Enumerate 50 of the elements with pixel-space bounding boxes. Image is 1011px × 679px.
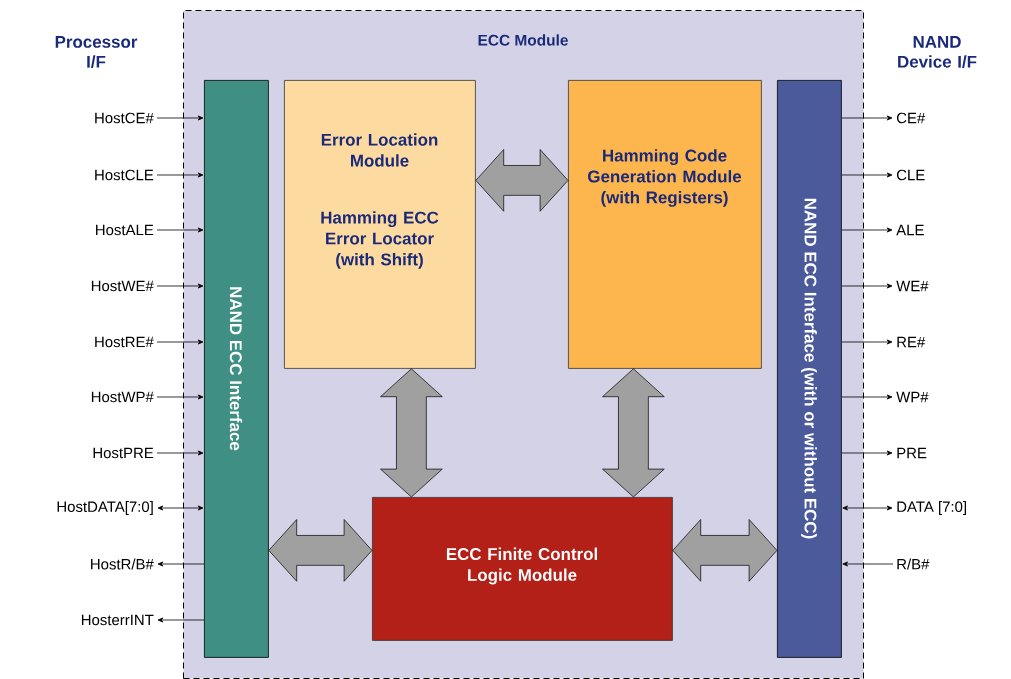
signal-label: HostR/B# xyxy=(91,558,154,570)
signal-arrow xyxy=(842,505,893,511)
heading: Processor I/F xyxy=(55,36,138,68)
signal-label: HostCLE xyxy=(95,169,154,181)
signal-arrow xyxy=(156,227,204,233)
signal-label: CLE xyxy=(896,169,925,181)
interface-bar: NAND ECC Interface (with or without ECC) xyxy=(777,80,842,658)
signal-label: WP# xyxy=(896,391,929,403)
signal-label: HosterrINT xyxy=(81,614,154,626)
signal-arrow xyxy=(156,394,204,400)
signal-arrow xyxy=(841,450,893,456)
block-arrow xyxy=(380,368,443,498)
block-arrow xyxy=(602,368,665,498)
module-box: Hamming Code Generation Module (with Registers) xyxy=(568,80,762,369)
module-box: ECC Finite Control Logic Module xyxy=(372,497,673,641)
signal-label: HostCE# xyxy=(95,112,154,124)
heading: NAND Device I/F xyxy=(898,36,977,68)
signal-label: RE# xyxy=(897,336,926,348)
signal-label: PRE xyxy=(897,447,927,459)
block-arrow xyxy=(268,519,373,582)
signal-arrow xyxy=(841,339,893,345)
signal-label: R/B# xyxy=(897,558,930,570)
signal-arrow xyxy=(156,115,204,121)
signal-label: HostRE# xyxy=(95,336,154,348)
signal-arrow xyxy=(841,394,893,400)
signal-label: HostALE xyxy=(96,224,154,236)
signal-arrow xyxy=(157,561,205,567)
signal-arrow xyxy=(841,172,893,178)
signal-label: HostPRE xyxy=(93,447,154,459)
interface-bar: NAND ECC Interface xyxy=(204,80,269,658)
signal-label: CE# xyxy=(896,112,926,124)
module-box: Error Location Module Hamming ECC Error Locator (with Shift) xyxy=(284,80,476,369)
signal-arrow xyxy=(156,450,204,456)
block-arrow xyxy=(475,149,569,212)
signal-arrow xyxy=(156,283,204,289)
signal-arrow xyxy=(156,339,204,345)
signal-label: HostDATA[7:0] xyxy=(57,501,153,515)
signal-arrow xyxy=(841,115,893,121)
signal-arrow xyxy=(157,505,204,511)
signal-label: ALE xyxy=(896,224,924,236)
signal-label: WE# xyxy=(896,280,929,292)
signal-label: HostWP# xyxy=(91,391,154,403)
signal-label: DATA [7:0] xyxy=(897,501,966,515)
signal-arrow xyxy=(841,283,893,289)
signal-arrow xyxy=(841,227,893,233)
signal-arrow xyxy=(156,172,204,178)
block-arrow xyxy=(672,519,778,582)
signal-arrow xyxy=(842,561,894,567)
signal-label: HostWE# xyxy=(91,280,154,292)
signal-arrow xyxy=(157,617,205,623)
